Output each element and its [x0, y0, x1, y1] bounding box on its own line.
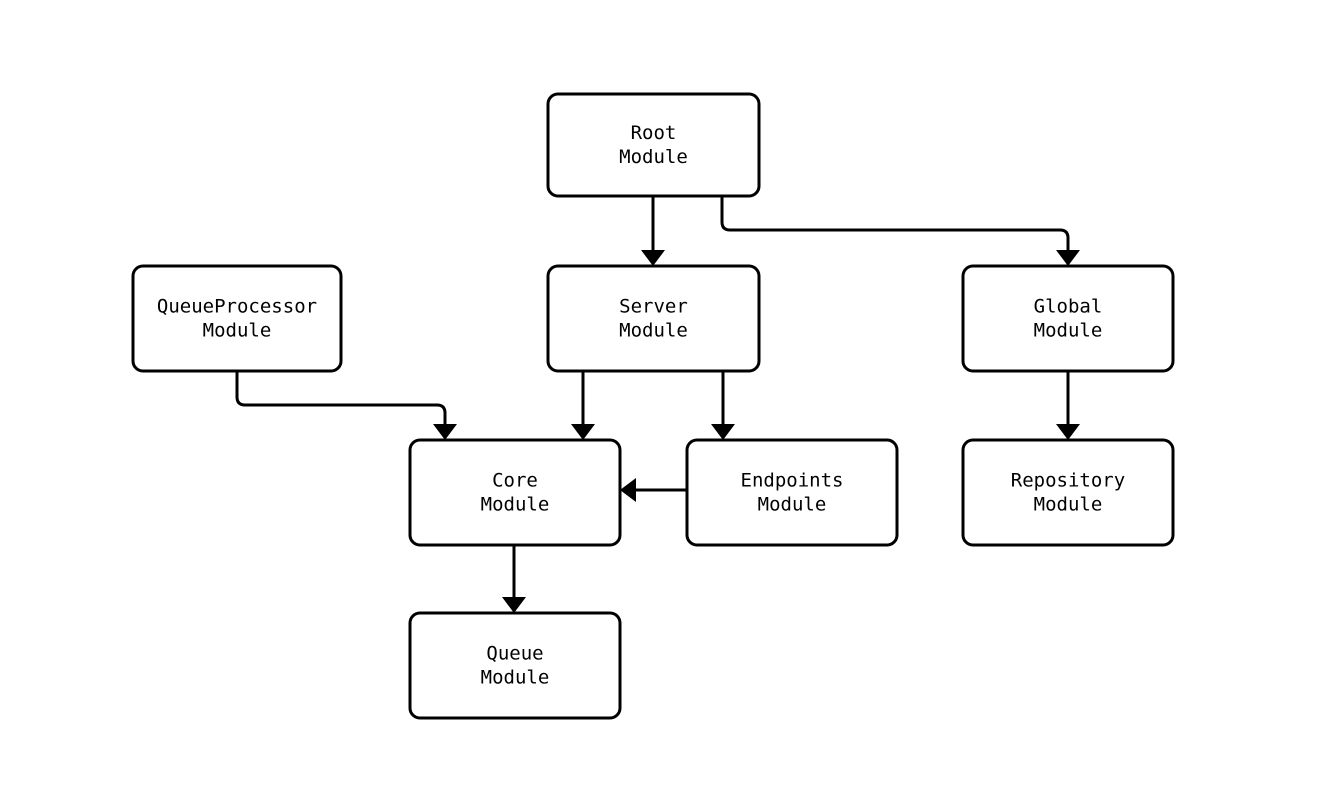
edge-root-to-global	[720, 196, 1080, 266]
edge-root-to-server	[641, 196, 665, 266]
server-module-node-label-line2: Module	[619, 319, 688, 341]
root-module-node-shape[interactable]	[546, 92, 761, 198]
queueprocessor-module-node-shape[interactable]	[131, 264, 343, 373]
repository-module-node-label-line2: Module	[1034, 493, 1103, 515]
edge-core-to-queue-arrowhead-icon	[502, 597, 526, 613]
edge-server-to-core	[571, 371, 595, 440]
queueprocessor-module-node-label-line1: QueueProcessor	[157, 295, 317, 317]
repository-module-node-label-line1: Repository	[1011, 469, 1125, 491]
server-module-node-label-line1: Server	[619, 295, 688, 317]
edge-server-to-core-arrowhead-icon	[571, 424, 595, 440]
repository-module-node-shape[interactable]	[961, 438, 1175, 547]
core-module-node-label-line1: Core	[492, 469, 538, 491]
core-module-node-shape[interactable]	[408, 438, 622, 547]
edge-endpoints-to-core	[620, 478, 687, 502]
queue-module-node-label-line2: Module	[481, 666, 550, 688]
endpoints-module-node-label-line1: Endpoints	[741, 469, 844, 491]
edge-core-to-queue	[502, 545, 526, 613]
queue-module-node-shape[interactable]	[408, 611, 622, 720]
edge-server-to-endpoints	[711, 371, 735, 440]
edge-queueprocessor-to-core-arrowhead-icon	[433, 424, 457, 440]
root-module-node-label-line2: Module	[619, 145, 688, 167]
edge-global-to-repository-arrowhead-icon	[1056, 424, 1080, 440]
edge-global-to-repository	[1056, 371, 1080, 440]
edge-queueprocessor-to-core-line	[235, 371, 447, 424]
global-module-node-label-line1: Global	[1034, 295, 1103, 317]
edges-layer	[235, 196, 1080, 613]
edge-server-to-endpoints-arrowhead-icon	[711, 424, 735, 440]
edge-queueprocessor-to-core	[235, 371, 457, 440]
core-module-node-label-line2: Module	[481, 493, 550, 515]
queue-module-node-label-line1: Queue	[486, 642, 543, 664]
endpoints-module-node-shape[interactable]	[685, 438, 899, 547]
edge-root-to-global-line	[720, 196, 1070, 250]
global-module-node-shape[interactable]	[961, 264, 1175, 373]
queueprocessor-module-node-label-line2: Module	[203, 319, 272, 341]
endpoints-module-node-label-line2: Module	[758, 493, 827, 515]
edge-endpoints-to-core-arrowhead-icon	[620, 478, 636, 502]
server-module-node-shape[interactable]	[546, 264, 761, 373]
edge-root-to-global-arrowhead-icon	[1056, 250, 1080, 266]
edge-root-to-server-arrowhead-icon	[641, 250, 665, 266]
root-module-node-label-line1: Root	[631, 122, 677, 144]
global-module-node-label-line2: Module	[1034, 319, 1103, 341]
